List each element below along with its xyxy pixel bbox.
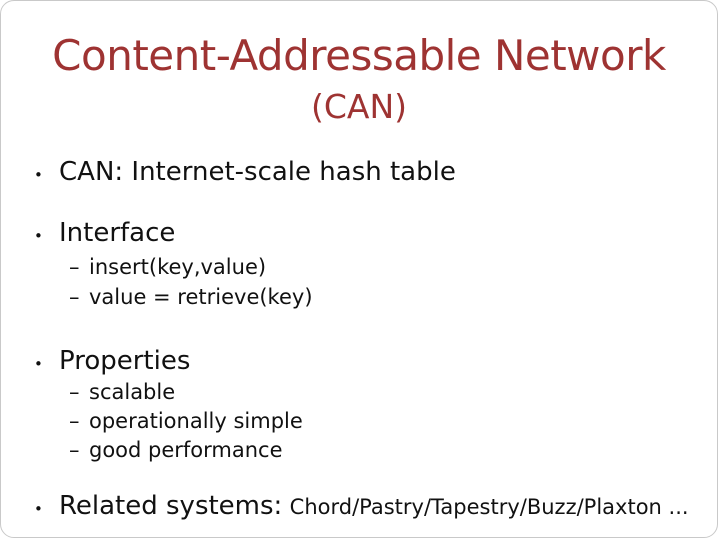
bullet-text: Properties: [59, 346, 191, 376]
bullet-icon: •: [34, 227, 43, 245]
dash-icon: –: [69, 409, 80, 433]
bullet-line-related-systems: • Related systems:Chord/Pastry/Tapestry/…: [1, 490, 707, 525]
bullet-text: Interface: [59, 218, 176, 248]
sub-bullet-line-scalable: – scalable: [1, 378, 707, 406]
sub-bullet-line-performance: – good performance: [1, 436, 707, 464]
sub-bullet-line-simple: – operationally simple: [1, 407, 707, 435]
bullet-text-lead: Related systems:: [59, 491, 283, 521]
dash-icon: –: [69, 438, 80, 462]
slide-title: Content-Addressable Network: [52, 31, 666, 80]
sub-bullet-text: value = retrieve(key): [89, 285, 313, 309]
bullet-icon: •: [34, 166, 43, 184]
dash-icon: –: [69, 255, 80, 279]
sub-bullet-line-retrieve: – value = retrieve(key): [1, 283, 707, 311]
bullet-text: Related systems:Chord/Pastry/Tapestry/Bu…: [59, 490, 689, 523]
bullet-text-suffix: Chord/Pastry/Tapestry/Buzz/Plaxton ...: [289, 495, 689, 519]
bullet-icon: •: [34, 355, 43, 373]
bullet-line-can: • CAN: Internet-scale hash table: [1, 156, 707, 191]
dash-icon: –: [69, 285, 80, 309]
bullet-text: CAN: Internet-scale hash table: [59, 157, 456, 187]
sub-bullet-line-insert: – insert(key,value): [1, 253, 707, 281]
slide-subtitle: (CAN): [310, 87, 408, 126]
bullet-line-interface: • Interface: [1, 217, 707, 252]
sub-bullet-text: scalable: [89, 380, 176, 404]
dash-icon: –: [69, 380, 80, 404]
sub-bullet-text: good performance: [89, 438, 283, 462]
bullet-line-properties: • Properties: [1, 345, 707, 380]
bullet-icon: •: [34, 500, 43, 518]
sub-bullet-text: operationally simple: [89, 409, 303, 433]
sub-bullet-text: insert(key,value): [89, 255, 267, 279]
